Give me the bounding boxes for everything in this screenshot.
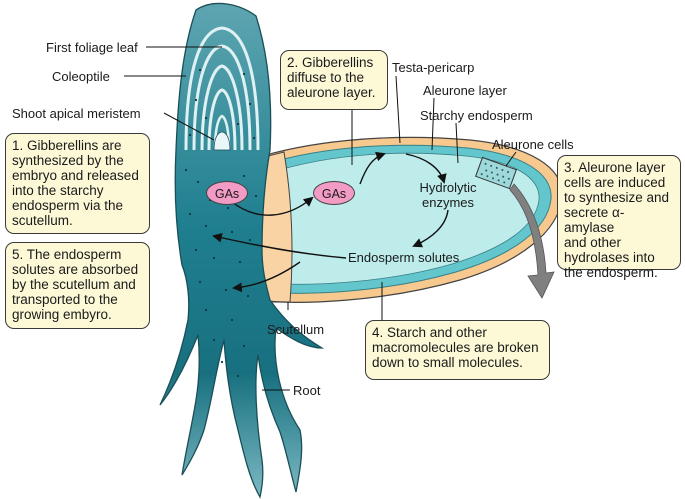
gas-endosperm: GAs	[313, 181, 355, 205]
callout-step-5: 5. The endosperm solutes are absorbed by…	[5, 242, 150, 329]
label-endosperm-solutes: Endosperm solutes	[348, 250, 460, 265]
shoot-apical-meristem	[213, 131, 231, 151]
callout-step-2: 2. Gibberellins diffuse to the aleurone …	[280, 50, 388, 110]
label-testa-pericarp: Testa-pericarp	[392, 60, 475, 75]
label-aleurone-layer: Aleurone layer	[423, 83, 507, 98]
arrow-enzymes-to-solutes	[412, 209, 449, 248]
process-arrows	[212, 151, 449, 293]
leaf-arch-3	[200, 64, 244, 151]
embryo-body	[159, 2, 325, 499]
callout-step-4: 4. Starch and other macromolecules are b…	[365, 320, 550, 380]
label-hydrolytic-enzymes: Hydrolytic enzymes	[419, 180, 477, 210]
arrow-gas-to-aleurone	[359, 151, 386, 185]
label-aleurone-cells: Aleurone cells	[492, 137, 574, 152]
embryo-speckles	[184, 68, 258, 378]
label-scutellum: Scutellum	[267, 322, 325, 337]
aleurone-cell-dots	[480, 162, 510, 184]
label-shoot-apical-meristem: Shoot apical meristem	[12, 106, 141, 121]
leader-lines	[124, 46, 517, 391]
arrow-step5	[232, 261, 301, 293]
label-first-foliage-leaf: First foliage leaf	[46, 40, 138, 55]
aleurone-cells-detail	[475, 156, 517, 190]
coleoptile-arch	[184, 26, 260, 151]
arrow-solutes-to-embryo	[212, 232, 347, 259]
callout-step-3: 3. Aleurone layer cells are induced to s…	[557, 155, 681, 280]
label-starchy-endosperm: Starchy endosperm	[420, 108, 533, 123]
secretion-arrow	[509, 183, 555, 299]
leaf-arch-5	[213, 114, 231, 151]
first-leaf-arch	[192, 44, 252, 151]
arrow-aleurone-to-enzymes	[405, 153, 447, 184]
arrow-gas-to-endosperm	[231, 196, 314, 216]
gas-embryo: GAs	[206, 181, 248, 205]
callout-step-1: 1. Gibberellins are synthesized by the e…	[5, 133, 150, 234]
label-coleoptile: Coleoptile	[52, 69, 110, 84]
leaf-arch-4	[207, 88, 237, 151]
label-root: Root	[293, 383, 321, 398]
